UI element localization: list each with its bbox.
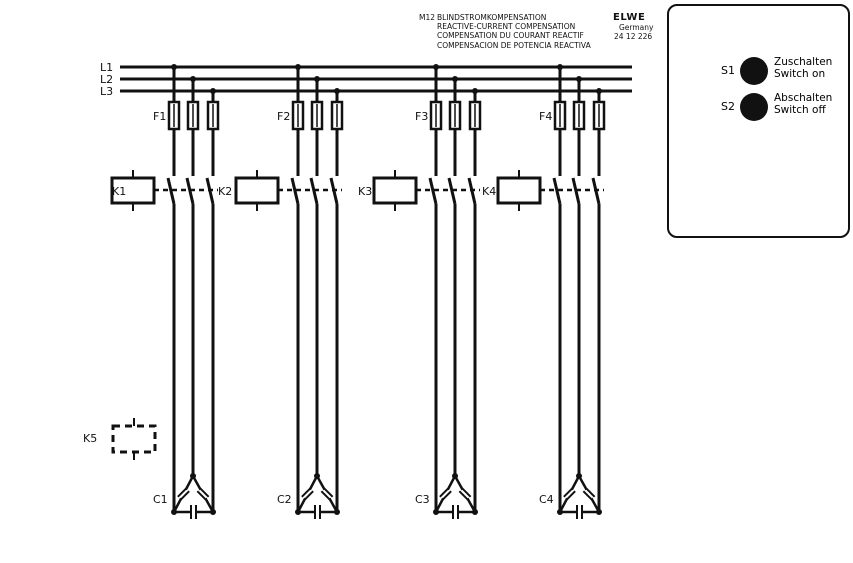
fuse-label: F2 <box>277 110 290 123</box>
contactor-coil <box>234 176 280 205</box>
junction-dot <box>295 509 301 515</box>
contactor-switch <box>552 177 562 205</box>
s1-label: S1 <box>721 64 735 77</box>
contactor-switch <box>428 177 438 205</box>
header-line: COMPENSATION DU COURANT REACTIF <box>437 31 584 40</box>
switch-off-button[interactable] <box>740 93 768 121</box>
contactor-label: K1 <box>112 185 126 198</box>
s2-text-de: Abschalten <box>774 92 833 104</box>
phase-label: L3 <box>100 85 113 98</box>
capacitor-plate <box>563 487 574 498</box>
phase-bus: L1 L2 L3 <box>100 61 632 98</box>
capacitor-plate <box>439 487 450 498</box>
junction-dot <box>576 473 582 479</box>
s1-text-en: Switch on <box>774 68 826 80</box>
contactor-switch <box>290 177 300 205</box>
junction-dot <box>314 473 320 479</box>
fuse-label: F4 <box>539 110 552 123</box>
contactor-switch <box>166 177 176 205</box>
control-panel: S1 Zuschalten Switch on S2 Abschalten Sw… <box>667 4 850 238</box>
junction-dot <box>190 473 196 479</box>
junction-dot <box>472 509 478 515</box>
header-part-no: 24 12 226 <box>614 32 652 41</box>
junction-dot <box>171 509 177 515</box>
junction-dot <box>210 509 216 515</box>
brand-logo: ELWE <box>613 12 645 23</box>
capacitor-plate <box>196 490 207 501</box>
capacitor-plate <box>320 490 331 501</box>
header-line: COMPENSACION DE POTENCIA REACTIVA <box>437 41 592 50</box>
phase-label: L2 <box>100 73 113 86</box>
capacitor-plate <box>177 487 188 498</box>
contactor-label: K2 <box>218 185 232 198</box>
contactor-coil <box>496 176 542 205</box>
switch-on-button[interactable] <box>740 57 768 85</box>
fuse-label: F3 <box>415 110 428 123</box>
k5-label: K5 <box>83 432 97 445</box>
junction-dot <box>557 509 563 515</box>
capacitor-label: C2 <box>277 493 292 506</box>
capacitor-plate <box>461 487 472 498</box>
capacitor-plate <box>441 490 452 501</box>
header-line: REACTIVE-CURRENT COMPENSATION <box>437 22 575 31</box>
s1-text-de: Zuschalten <box>774 56 833 68</box>
s2-label: S2 <box>721 100 735 113</box>
capacitor-plate <box>565 490 576 501</box>
header-country: Germany <box>619 23 654 32</box>
junction-dot <box>596 509 602 515</box>
capacitor-plate <box>458 490 469 501</box>
capacitor-plate <box>303 490 314 501</box>
capacitor-plate <box>179 490 190 501</box>
capacitor-plate <box>585 487 596 498</box>
s2-text-en: Switch off <box>774 104 826 116</box>
k5-coil <box>111 424 157 454</box>
capacitor-plate <box>323 487 334 498</box>
capacitor-label: C3 <box>415 493 430 506</box>
contactor-label: K3 <box>358 185 372 198</box>
phase-label: L1 <box>100 61 113 74</box>
capacitor-plate <box>301 487 312 498</box>
junction-dot <box>334 509 340 515</box>
contactor-label: K4 <box>482 185 496 198</box>
capacitor-plate <box>582 490 593 501</box>
capacitor-label: C1 <box>153 493 168 506</box>
capacitor-label: C4 <box>539 493 554 506</box>
contactor-coil <box>372 176 418 205</box>
fuse-label: F1 <box>153 110 166 123</box>
header-line: BLINDSTROMKOMPENSATION <box>437 13 546 22</box>
capacitor-plate <box>199 487 210 498</box>
header: M12 BLINDSTROMKOMPENSATION REACTIVE-CURR… <box>419 12 654 50</box>
junction-dot <box>433 509 439 515</box>
junction-dot <box>452 473 458 479</box>
aux-contactor-k5: K5 <box>83 418 157 460</box>
header-code: M12 <box>419 13 435 22</box>
